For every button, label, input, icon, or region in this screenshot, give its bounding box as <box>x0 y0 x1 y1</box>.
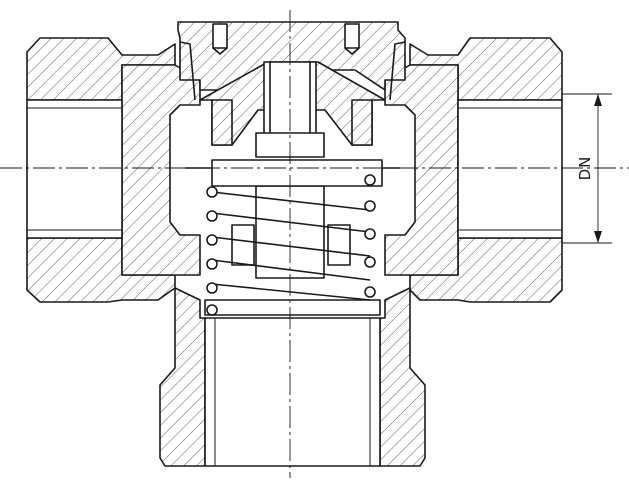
lower-branch-left-wall <box>159 287 206 467</box>
bonnet-seal <box>389 41 406 101</box>
spring-guide <box>231 224 255 266</box>
spring-coil-band <box>211 236 371 257</box>
spring-coil-band <box>211 191 371 211</box>
spring <box>204 174 381 316</box>
chamber-right-wall <box>384 64 459 276</box>
bonnet-bolt-hole <box>212 23 228 49</box>
spring-wire-section <box>364 174 376 186</box>
dimension-label: DN <box>576 156 594 181</box>
spring-wire-section <box>206 258 218 270</box>
spring-wire-section <box>364 256 376 268</box>
outlet-port <box>457 99 563 239</box>
lower-branch-right-wall <box>379 287 426 467</box>
spring-wire-section <box>206 304 218 316</box>
spring-guide <box>327 224 351 266</box>
spring-wire-section <box>364 286 376 298</box>
spring-wire-section <box>206 210 218 222</box>
dimension-arrow-bottom <box>594 231 602 243</box>
spring-wire-section <box>364 200 376 212</box>
spring-base <box>204 299 381 316</box>
bonnet <box>177 21 406 101</box>
spring-wire-section <box>206 234 218 246</box>
spring-wire-section <box>206 282 218 294</box>
bonnet-seal <box>179 41 196 101</box>
bonnet-bolt-tip <box>344 47 360 55</box>
bonnet-bolt-hole <box>344 23 360 49</box>
lower-port <box>204 317 381 467</box>
spring-seat-plate <box>211 159 383 187</box>
dn-dimension: DN <box>562 93 612 244</box>
spring-wire-section <box>364 228 376 240</box>
spring-wire-section <box>206 186 218 198</box>
spring-coil-band <box>211 259 371 281</box>
stem-lower <box>255 185 325 279</box>
spring-coil-band <box>211 283 371 301</box>
inlet-port <box>26 99 123 239</box>
center-lines <box>0 10 629 478</box>
seat-left-lip <box>211 99 233 146</box>
chamber-left-wall <box>121 64 201 276</box>
seat-right-lip <box>351 99 373 146</box>
bonnet-bolt-tip <box>212 47 228 55</box>
valve-body <box>26 37 563 467</box>
dimension-arrow-top <box>594 94 602 106</box>
spring-coil-band <box>211 212 371 233</box>
